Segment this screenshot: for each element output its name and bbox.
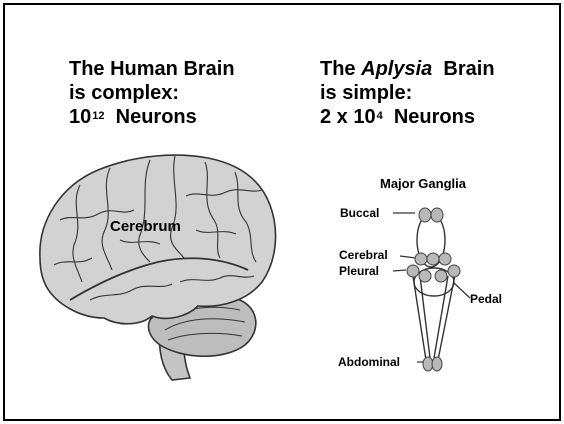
pedal-label: Pedal [470,292,502,306]
cerebrum-label: Cerebrum [110,218,181,235]
aplysia-ganglia-diagram [393,208,470,371]
major-ganglia-title: Major Ganglia [380,176,466,191]
cerebral-label: Cerebral [339,248,388,262]
buccal-label: Buccal [340,206,379,220]
human-brain-illustration [40,155,276,380]
pleural-label: Pleural [339,264,379,278]
abdominal-label: Abdominal [338,355,400,369]
